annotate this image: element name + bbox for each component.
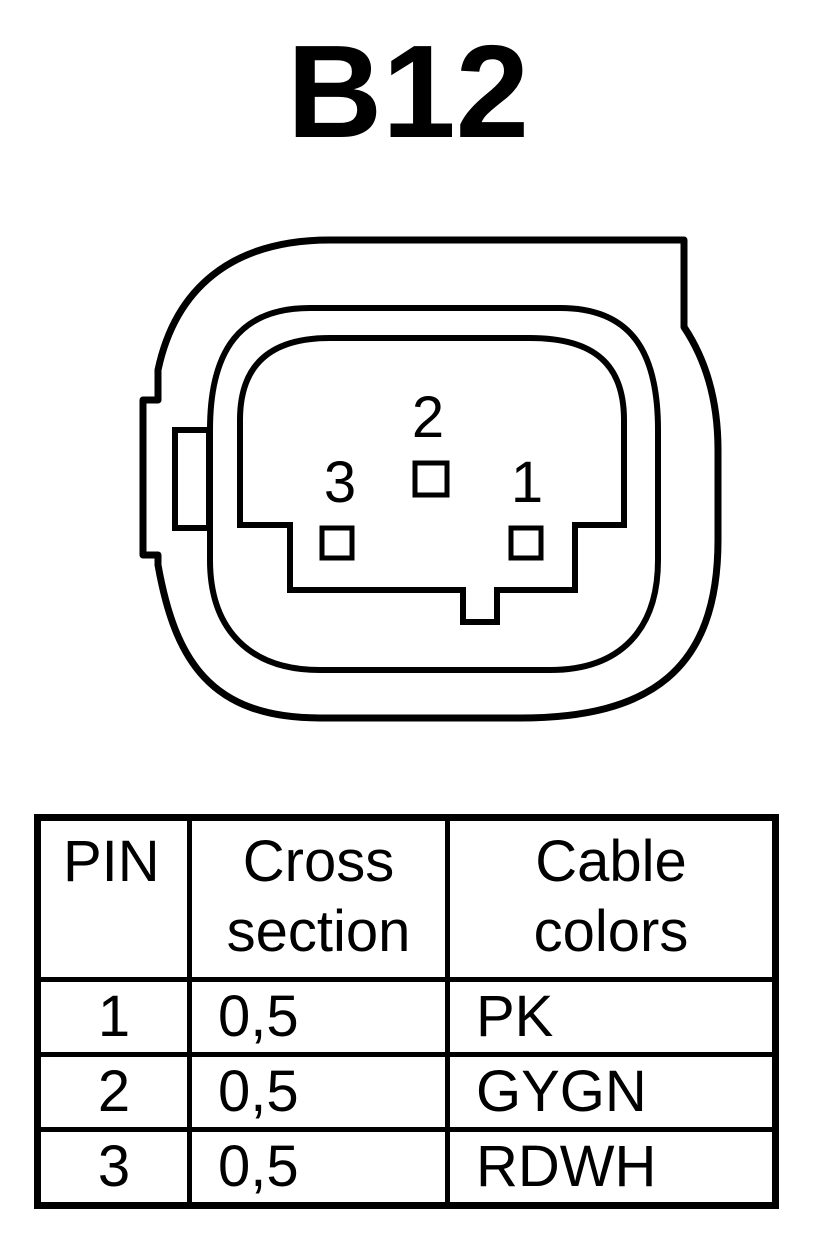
header-cross-section: Cross section [187,815,450,982]
row-cross-section: 0,5 [187,1052,450,1132]
row-pin: 2 [35,1052,192,1132]
row-cross-section: 0,5 [187,1127,450,1208]
row-cable-color: GYGN [445,1052,778,1132]
connector-housing-outline [139,236,722,722]
header-color-line1: Cable [535,829,687,894]
table-row: 2 0,5 GYGN [35,1052,778,1132]
header-cross-line2: section [226,899,411,964]
header-pin-label: PIN [63,829,160,894]
pin-1-label: 1 [511,450,543,515]
header-color-line2: colors [533,899,689,964]
row-cross-section: 0,5 [187,977,450,1057]
pin-3-label: 3 [324,450,356,515]
row-pin: 3 [35,1127,192,1208]
header-cross-line1: Cross [242,829,395,894]
pin-3-contact [319,525,355,561]
connector-diagram: 1 2 3 [139,236,722,722]
table-row: 3 0,5 RDWH [35,1127,778,1208]
connector-inner-shell [207,305,661,673]
pin-2-label: 2 [412,385,444,450]
row-cable-color: RDWH [445,1127,778,1208]
header-cable-colors: Cable colors [445,815,778,982]
pin-1-contact [508,525,544,561]
table-header-row: PIN Cross section Cable colors [35,815,778,982]
table-row: 1 0,5 PK [35,977,778,1057]
row-pin: 1 [35,977,192,1057]
pin-2-contact [412,460,450,498]
pin-assignment-table: PIN Cross section Cable colors 1 0,5 PK … [34,814,779,1209]
connector-plug-face [237,335,627,625]
header-pin: PIN [35,815,192,982]
row-cable-color: PK [445,977,778,1057]
connector-latch [172,427,212,531]
connector-title: B12 [286,18,530,165]
